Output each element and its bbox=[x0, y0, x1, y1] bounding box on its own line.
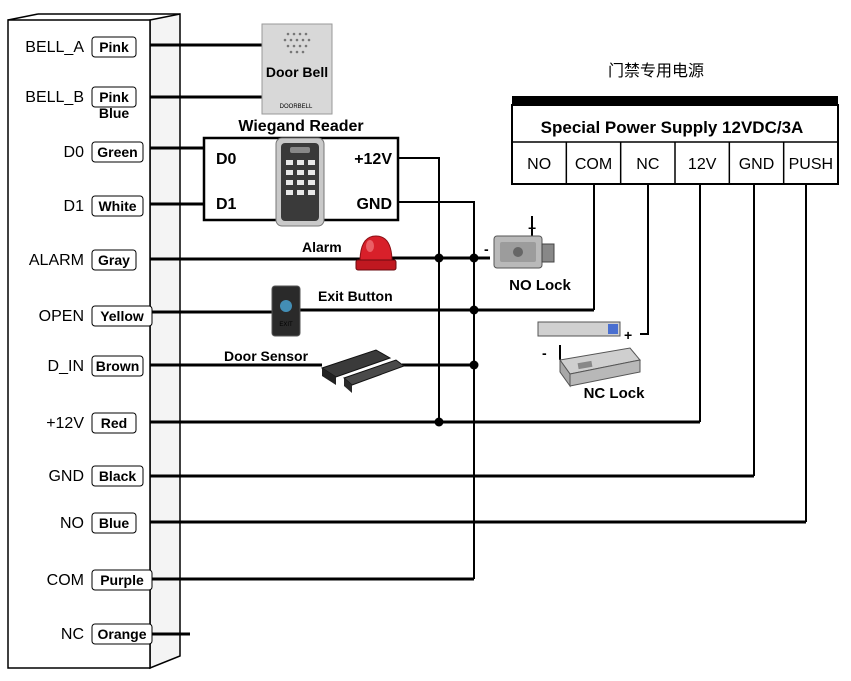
keypad-keys bbox=[286, 160, 315, 195]
power-terminal-label: NC bbox=[636, 156, 659, 173]
power-terminal-label: 12V bbox=[688, 156, 717, 173]
wire-color-label-secondary: Blue bbox=[99, 105, 130, 121]
nc-lock-plus: + bbox=[624, 327, 632, 343]
reader-d0-label: D0 bbox=[216, 151, 237, 168]
wiegand-reader-title: Wiegand Reader bbox=[238, 118, 363, 135]
no-lock-minus: - bbox=[484, 241, 489, 257]
door-bell-plate-text: DOORBELL bbox=[280, 104, 313, 110]
exit-button: EXIT Exit Button bbox=[271, 285, 393, 337]
wire-color-label: White bbox=[98, 198, 136, 214]
power-terminal-label: COM bbox=[575, 156, 612, 173]
controller-panel bbox=[7, 13, 181, 670]
wire-color-label: Red bbox=[101, 415, 127, 431]
wire-color-label: Pink bbox=[99, 39, 129, 55]
nc-lock: + - NC Lock bbox=[537, 321, 646, 402]
terminal-name: BELL_A bbox=[25, 39, 84, 56]
alarm: Alarm bbox=[302, 235, 397, 271]
wire-color-label: Green bbox=[97, 144, 137, 160]
wire-color-label: Brown bbox=[96, 358, 140, 374]
terminal-name: D_IN bbox=[48, 358, 84, 375]
terminal-name: NC bbox=[61, 626, 84, 643]
terminal-name: COM bbox=[47, 572, 84, 589]
reader-gnd-label: GND bbox=[356, 196, 392, 213]
exit-button-label: Exit Button bbox=[318, 288, 393, 304]
wire-color-tag bbox=[91, 141, 144, 163]
terminal-name: OPEN bbox=[39, 308, 84, 325]
power-supply-terminals: NO COM NC 12V GND PUSH bbox=[527, 142, 833, 184]
wire-color-tag bbox=[91, 86, 137, 108]
nc-lock-label: NC Lock bbox=[584, 385, 646, 402]
vertical-wires bbox=[398, 157, 807, 579]
wire-color-tag bbox=[91, 512, 137, 534]
wire-color-tag bbox=[91, 249, 137, 271]
wire-color-tag bbox=[91, 355, 144, 377]
wire-color-tag bbox=[91, 623, 153, 645]
power-terminal-label: NO bbox=[527, 156, 551, 173]
power-supply-caption: 门禁专用电源 bbox=[608, 62, 704, 80]
wire-color-label: Blue bbox=[99, 515, 130, 531]
wire-color-label: Yellow bbox=[100, 308, 144, 324]
wires bbox=[150, 43, 806, 636]
wire-color-label: Purple bbox=[100, 572, 144, 588]
wire-color-label: Pink bbox=[99, 89, 129, 105]
no-lock-label: NO Lock bbox=[509, 277, 571, 294]
terminal-name: ALARM bbox=[29, 252, 84, 269]
exit-button-icon-text: EXIT bbox=[279, 322, 293, 328]
nc-lock-minus: - bbox=[542, 345, 547, 361]
power-supply-title: Special Power Supply 12VDC/3A bbox=[541, 118, 804, 137]
terminal-name: D1 bbox=[64, 198, 85, 215]
reader-12v-label: +12V bbox=[354, 151, 392, 168]
terminal-name: D0 bbox=[64, 144, 85, 161]
terminal-name: +12V bbox=[46, 415, 84, 432]
wire-color-tag bbox=[91, 305, 153, 327]
door-bell-label: Door Bell bbox=[266, 64, 328, 80]
door-sensor: Door Sensor bbox=[224, 348, 406, 393]
wire-color-label: Orange bbox=[97, 626, 146, 642]
power-terminal-label: GND bbox=[739, 156, 775, 173]
reader-d1-label: D1 bbox=[216, 196, 237, 213]
wiegand-reader: Wiegand Reader D0 D1 +12V GND bbox=[202, 118, 400, 227]
no-lock: + - NO Lock bbox=[484, 220, 571, 294]
terminal-name: BELL_B bbox=[25, 89, 84, 106]
wire-color-label: Gray bbox=[98, 252, 130, 268]
junction-dots bbox=[434, 253, 479, 427]
wire-color-tag bbox=[91, 569, 153, 591]
alarm-label: Alarm bbox=[302, 239, 342, 255]
power-supply: 门禁专用电源 Special Power Supply 12VDC/3A NO C… bbox=[511, 62, 839, 185]
door-sensor-label: Door Sensor bbox=[224, 348, 309, 364]
wire-color-tag bbox=[91, 195, 144, 217]
wire-color-tag bbox=[91, 465, 144, 487]
wire-color-tag bbox=[91, 36, 137, 58]
wire-color-label: Black bbox=[99, 468, 137, 484]
wire-color-tag bbox=[91, 412, 137, 434]
door-bell: Door Bell DOORBELL bbox=[261, 23, 333, 115]
power-terminal-label: PUSH bbox=[789, 156, 833, 173]
no-lock-plus: + bbox=[528, 220, 536, 236]
terminal-name: NO bbox=[60, 515, 84, 532]
terminal-name: GND bbox=[48, 468, 84, 485]
